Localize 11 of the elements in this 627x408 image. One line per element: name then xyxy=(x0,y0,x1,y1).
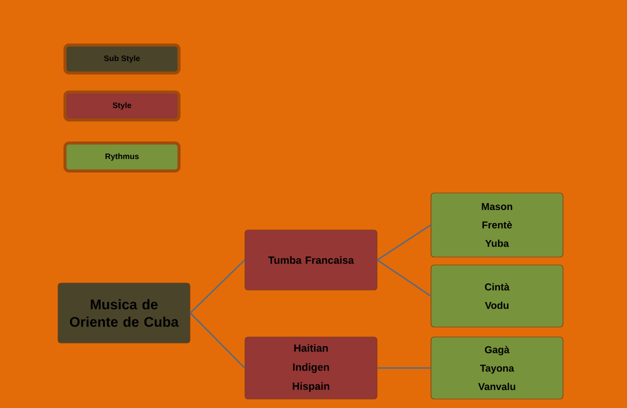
connector-line xyxy=(190,312,246,369)
box: Gagà Tayona Vanvalu xyxy=(430,336,564,400)
box: Tumba Francaisa xyxy=(244,230,378,290)
box: Cintà Vodu xyxy=(430,264,564,328)
connector-line xyxy=(376,259,432,297)
connector-line xyxy=(376,224,432,261)
connector-line xyxy=(377,367,431,369)
box: Haitian Indigen Hispain xyxy=(244,336,378,400)
connector-line xyxy=(190,259,246,314)
box: Mason Frentè Yuba xyxy=(430,192,564,258)
box: Musica de Oriente de Cuba xyxy=(58,282,190,344)
